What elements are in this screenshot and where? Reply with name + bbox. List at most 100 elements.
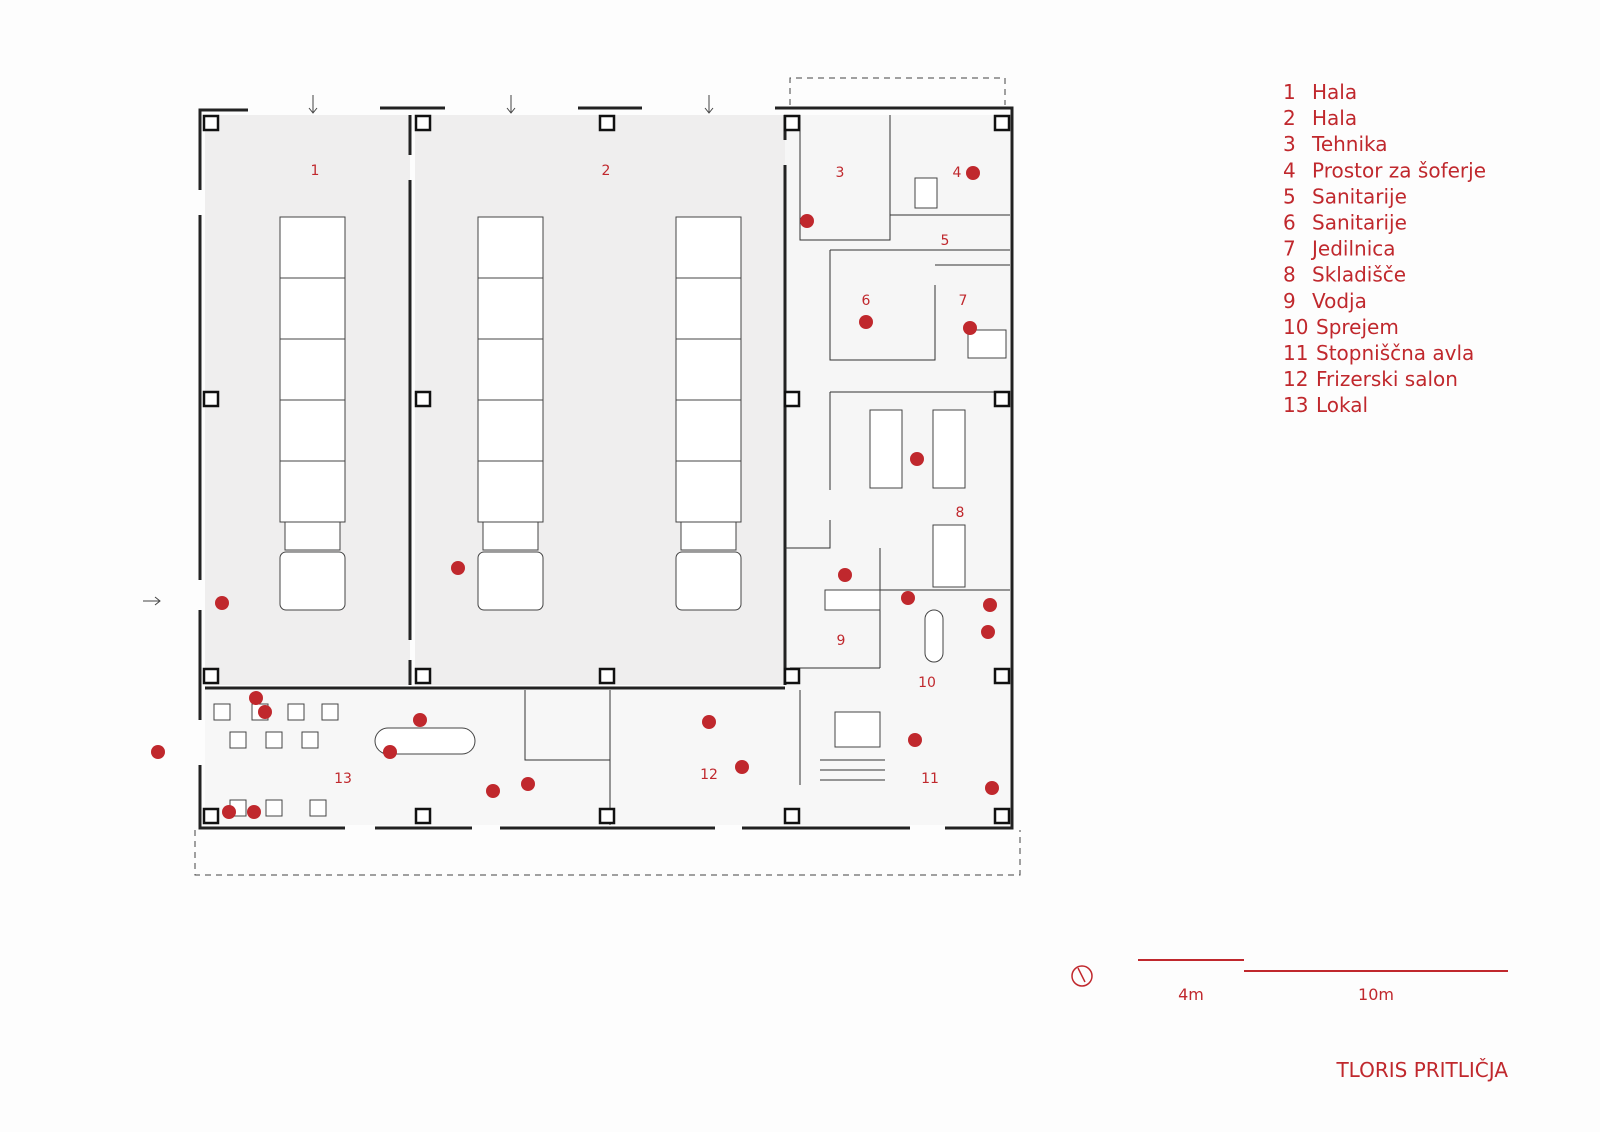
legend-number: 7 [1283,237,1296,261]
legend-room-name: Lokal [1316,393,1368,417]
truck [675,216,742,611]
person-icon [247,805,261,819]
legend-room-name: Sanitarije [1312,184,1407,208]
column [783,807,801,825]
legend-room-name: Hala [1312,106,1357,130]
column [993,114,1011,132]
legend-number: 13 [1283,393,1308,417]
legend-room-name: Prostor za šoferje [1312,158,1486,182]
cafe-table [265,731,283,749]
person-icon [215,596,229,610]
people [151,166,999,819]
person-icon [859,315,873,329]
room-number-label: 13 [334,771,352,787]
legend-number: 2 [1283,106,1296,130]
person-icon [901,591,915,605]
column [783,114,801,132]
canopy-outline-top [789,77,1006,105]
legend-number: 12 [1283,367,1308,391]
legend-room-name: Stopniščna avla [1316,341,1474,365]
room-number-label: 12 [700,767,718,783]
room-number-label: 4 [953,165,962,181]
legend-number: 8 [1283,263,1296,287]
legend-number: 11 [1283,341,1308,365]
column [783,667,801,685]
column [202,114,220,132]
room-number-label: 6 [862,293,871,309]
legend-number: 3 [1283,132,1296,156]
person-icon [981,625,995,639]
column [202,667,220,685]
cafe-table [229,731,247,749]
structural-columns [202,114,1011,825]
column [598,807,616,825]
cafe-table [321,703,339,721]
room-number-label: 9 [837,633,846,649]
legend-room-name: Hala [1312,80,1357,104]
legend-room-name: Sanitarije [1312,211,1407,235]
legend-room-name: Tehnika [1311,132,1388,156]
service-wing-floor [785,115,1010,690]
person-icon [985,781,999,795]
column [414,390,432,408]
column [993,667,1011,685]
column [598,667,616,685]
column [783,390,801,408]
person-icon [151,745,165,759]
column [993,390,1011,408]
entry-arrow-icon [143,95,714,606]
cafe-table [309,799,327,817]
person-icon [735,760,749,774]
canopy-outline-bottom [194,830,1021,876]
column [598,114,616,132]
person-icon [486,784,500,798]
cafe-table [265,799,283,817]
person-icon [908,733,922,747]
wall-west [198,108,248,830]
drawing-title: TLORIS PRITLIČJA [1335,1058,1508,1082]
person-icon [222,805,236,819]
legend-number: 6 [1283,211,1296,235]
legend-number: 9 [1283,289,1296,313]
room-number-label: 1 [311,163,320,179]
legend-number: 4 [1283,158,1296,182]
truck [477,216,544,611]
person-icon [983,598,997,612]
person-icon [413,713,427,727]
column [202,390,220,408]
furniture [374,177,1007,781]
scale-long-label: 10m [1358,985,1394,1004]
trucks [279,216,742,611]
person-icon [966,166,980,180]
person-icon [258,705,272,719]
person-icon [249,691,263,705]
person-icon [800,214,814,228]
person-icon [383,745,397,759]
truck [279,216,346,611]
room-number-label: 5 [941,233,950,249]
person-icon [451,561,465,575]
room-number-label: 8 [956,505,965,521]
column [414,807,432,825]
legend-room-name: Frizerski salon [1316,367,1458,391]
north-arrow-icon [1071,965,1093,987]
room-number-label: 2 [602,163,611,179]
room-number-label: 10 [918,675,936,691]
person-icon [838,568,852,582]
column [202,807,220,825]
legend-number: 5 [1283,184,1296,208]
column [414,667,432,685]
column [993,807,1011,825]
person-icon [963,321,977,335]
cafe-table [287,703,305,721]
person-icon [910,452,924,466]
legend-room-name: Vodja [1312,289,1367,313]
room-number-label: 11 [921,771,939,787]
legend-room-name: Skladišče [1312,263,1406,287]
scale-short-label: 4m [1178,985,1204,1004]
column [414,114,432,132]
legend-room-name: Jedilnica [1310,237,1396,261]
room-number-label: 3 [836,165,845,181]
